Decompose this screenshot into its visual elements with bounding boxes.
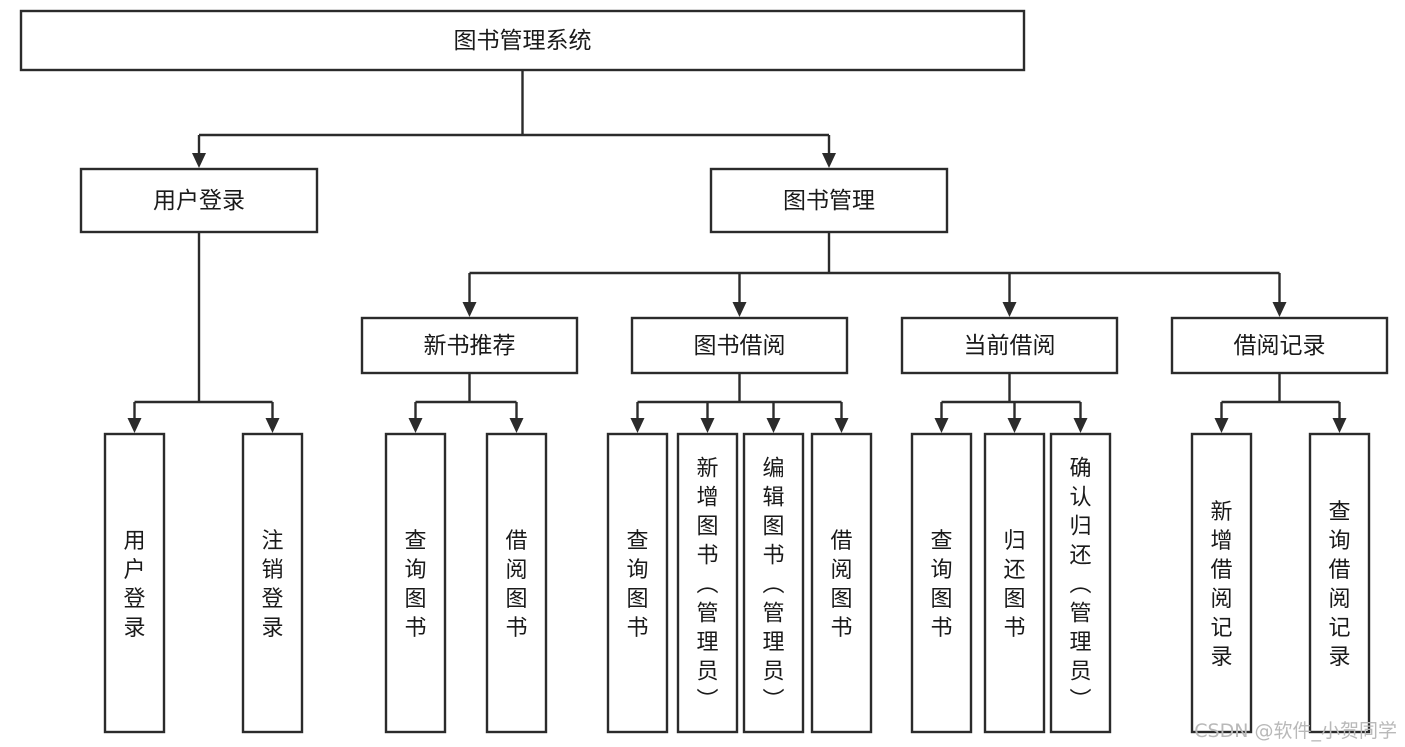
node-leaf-user-logout[interactable]: 注销登录 xyxy=(241,432,304,734)
node-leaf-borrow-book-2[interactable]: 借阅图书 xyxy=(810,432,873,734)
node-leaf-edit-book[interactable]: 编辑图书︵管理员︶ xyxy=(742,432,805,734)
node-box-leaf-borrow-book-2 xyxy=(810,432,873,734)
node-leaf-return-book[interactable]: 归还图书 xyxy=(983,432,1046,734)
node-label-leaf-query-record: 查询借阅记录 xyxy=(1328,500,1350,670)
node-label-borrow-record: 借阅记录 xyxy=(1234,333,1326,359)
node-label-leaf-user-logout: 注销登录 xyxy=(261,529,283,641)
node-label-leaf-user-login: 用户登录 xyxy=(123,529,145,641)
node-box-leaf-query-book-3 xyxy=(910,432,973,734)
edge-group-user-login xyxy=(127,232,280,433)
node-leaf-user-login[interactable]: 用户登录 xyxy=(103,432,166,734)
node-leaf-query-book-3[interactable]: 查询图书 xyxy=(910,432,973,734)
node-label-leaf-edit-book: 编辑图书︵管理员︶ xyxy=(762,457,784,714)
node-leaf-borrow-book-1[interactable]: 借阅图书 xyxy=(485,432,548,734)
node-box-leaf-confirm-return xyxy=(1049,432,1112,734)
node-box-leaf-add-record xyxy=(1190,432,1253,734)
node-box-leaf-query-book-1 xyxy=(384,432,447,734)
node-leaf-query-record[interactable]: 查询借阅记录 xyxy=(1308,432,1371,734)
node-leaf-query-book-1[interactable]: 查询图书 xyxy=(384,432,447,734)
node-new-book-recommend[interactable]: 新书推荐 xyxy=(360,316,579,375)
node-label-leaf-confirm-return: 确认归还︵管理员︶ xyxy=(1069,457,1091,714)
node-box-leaf-query-record xyxy=(1308,432,1371,734)
node-label-leaf-return-book: 归还图书 xyxy=(1003,529,1025,641)
node-box-leaf-borrow-book-1 xyxy=(485,432,548,734)
node-label-leaf-borrow-book-1: 借阅图书 xyxy=(505,529,527,641)
node-label-book-manage: 图书管理 xyxy=(783,188,875,214)
node-layer: 图书管理系统用户登录图书管理新书推荐图书借阅当前借阅借阅记录用户登录注销登录查询… xyxy=(19,9,1389,734)
edge-group-root xyxy=(192,70,836,168)
node-borrow-record[interactable]: 借阅记录 xyxy=(1170,316,1389,375)
node-label-user-login: 用户登录 xyxy=(153,188,245,214)
node-box-leaf-user-login xyxy=(103,432,166,734)
edge-group-book-manage xyxy=(462,232,1287,317)
node-box-leaf-user-logout xyxy=(241,432,304,734)
node-leaf-add-book[interactable]: 新增图书︵管理员︶ xyxy=(676,432,739,734)
node-label-leaf-add-book: 新增图书︵管理员︶ xyxy=(696,457,718,714)
node-box-leaf-query-book-2 xyxy=(606,432,669,734)
node-box-book-borrow xyxy=(630,316,849,375)
node-label-book-borrow: 图书借阅 xyxy=(694,333,786,359)
node-label-root: 图书管理系统 xyxy=(454,28,592,54)
node-current-borrow[interactable]: 当前借阅 xyxy=(900,316,1119,375)
node-book-borrow[interactable]: 图书借阅 xyxy=(630,316,849,375)
node-box-root xyxy=(19,9,1026,72)
node-box-leaf-edit-book xyxy=(742,432,805,734)
node-box-leaf-return-book xyxy=(983,432,1046,734)
node-label-leaf-query-book-3: 查询图书 xyxy=(930,529,952,641)
node-label-leaf-query-book-2: 查询图书 xyxy=(626,529,648,641)
node-book-manage[interactable]: 图书管理 xyxy=(709,167,949,234)
node-box-borrow-record xyxy=(1170,316,1389,375)
node-label-leaf-borrow-book-2: 借阅图书 xyxy=(830,529,852,641)
connector-layer xyxy=(127,70,1347,433)
node-box-book-manage xyxy=(709,167,949,234)
node-leaf-query-book-2[interactable]: 查询图书 xyxy=(606,432,669,734)
csdn-watermark: CSDN @软件_小贺同学 xyxy=(1194,720,1397,742)
node-leaf-confirm-return[interactable]: 确认归还︵管理员︶ xyxy=(1049,432,1112,734)
edge-group-borrow-record xyxy=(1214,373,1347,433)
edge-group-book-borrow xyxy=(630,373,849,433)
edge-group-current-borrow xyxy=(934,373,1088,433)
node-box-current-borrow xyxy=(900,316,1119,375)
edge-group-new-book-recommend xyxy=(408,373,524,433)
node-box-new-book-recommend xyxy=(360,316,579,375)
node-root[interactable]: 图书管理系统 xyxy=(19,9,1026,72)
node-label-leaf-query-book-1: 查询图书 xyxy=(404,529,426,641)
node-label-new-book-recommend: 新书推荐 xyxy=(424,333,516,359)
node-label-leaf-add-record: 新增借阅记录 xyxy=(1210,500,1232,670)
node-box-leaf-add-book xyxy=(676,432,739,734)
node-leaf-add-record[interactable]: 新增借阅记录 xyxy=(1190,432,1253,734)
node-user-login[interactable]: 用户登录 xyxy=(79,167,319,234)
node-label-current-borrow: 当前借阅 xyxy=(964,333,1056,359)
node-box-user-login xyxy=(79,167,319,234)
